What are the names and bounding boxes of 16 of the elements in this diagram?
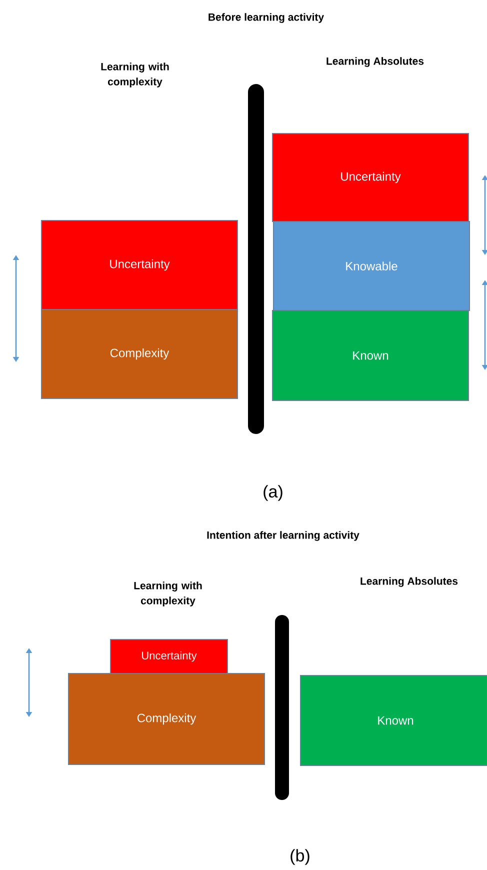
color-block: Uncertainty (272, 133, 469, 222)
caption-label: (a) (264, 485, 282, 501)
color-block: Known (300, 675, 487, 766)
heading: Learning Absolutes (360, 577, 458, 587)
color-block: Uncertainty (110, 639, 228, 674)
heading: Before learning activity (208, 13, 324, 23)
color-block: Known (272, 310, 469, 401)
caption-label: (b) (290, 849, 310, 865)
heading: Intention after learning activity (207, 531, 360, 541)
color-block: Knowable (273, 221, 470, 311)
color-block: Complexity (68, 673, 265, 765)
heading: Learning with complexity (134, 582, 202, 606)
heading: Learning with complexity (101, 62, 169, 88)
heading: Learning Absolutes (326, 57, 424, 67)
color-block: Complexity (41, 309, 238, 399)
color-block: Uncertainty (41, 220, 238, 310)
